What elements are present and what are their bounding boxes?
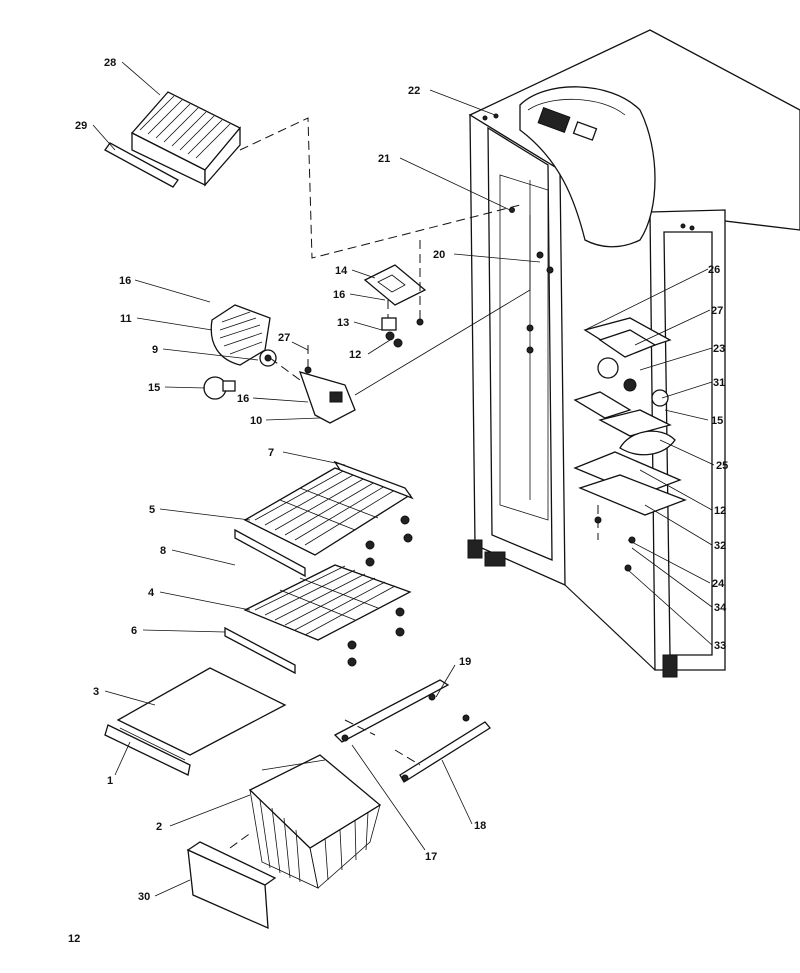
top-cover [519,86,656,248]
callout-16-a: 16 [119,275,131,287]
glass-shelf [104,667,287,776]
callout-12-a: 12 [349,349,361,361]
assembly-leader-tray [239,117,521,259]
callout-14: 14 [335,265,348,277]
callout-13: 13 [337,317,349,329]
callout-17: 17 [425,851,437,863]
callout-9: 9 [152,344,158,356]
leader-lines [92,61,715,897]
callout-12-b: 12 [714,505,726,517]
callout-16-c: 16 [237,393,249,405]
callout-3: 3 [93,686,99,698]
ice-tray [130,91,242,187]
callout-20: 20 [433,249,445,261]
callout-7: 7 [268,447,274,459]
callout-21: 21 [378,153,390,165]
callout-25: 25 [716,460,728,472]
callout-30: 30 [138,891,150,903]
callout-22: 22 [408,85,420,97]
callout-18: 18 [474,820,486,832]
callout-33: 33 [714,640,726,652]
control-housing [573,317,687,572]
callout-16-b: 16 [333,289,345,301]
freezer-basket [186,754,382,930]
light-assembly [203,215,531,424]
callout-29: 29 [75,120,87,132]
cabinet [467,29,800,678]
callout-2: 2 [156,821,162,833]
callout-24: 24 [712,578,725,590]
ice-maker-bracket [363,240,427,348]
basket-rails [333,679,491,783]
lower-wire-shelf [224,564,412,675]
callout-15-b: 15 [711,415,723,427]
callout-11: 11 [120,313,132,325]
callout-8: 8 [160,545,166,557]
callout-10: 10 [250,415,262,427]
callout-5: 5 [149,504,155,516]
callout-4: 4 [148,587,155,599]
callout-6: 6 [131,625,137,637]
callout-19: 19 [459,656,471,668]
callout-32: 32 [714,540,726,552]
liner-screws [509,207,554,354]
callout-15-a: 15 [148,382,160,394]
callout-27-b: 27 [711,305,723,317]
callout-labels: 28 29 22 21 20 14 16 16 11 13 27 9 12 15… [75,57,728,903]
callout-26: 26 [708,264,720,276]
page-number: 12 [68,933,80,945]
tray-plate [104,142,179,188]
callout-34: 34 [714,602,727,614]
upper-wire-shelf [234,460,414,578]
callout-1: 1 [107,775,113,787]
callout-27-a: 27 [278,332,290,344]
callout-23: 23 [713,343,725,355]
callout-28: 28 [104,57,116,69]
callout-31: 31 [713,377,725,389]
